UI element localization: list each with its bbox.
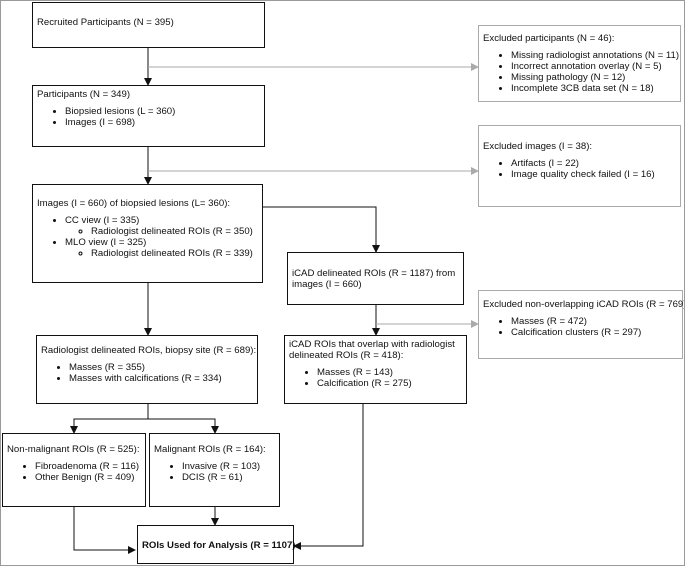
icad-overlap-title-line1: iCAD ROIs that overlap with radiologist [289,339,455,350]
list-item: Radiologist delineated ROIs (R = 339) [91,248,258,259]
nonmalignant-rois-list: Fibroadenoma (R = 116) Other Benign (R =… [7,461,141,483]
cc-view-sublist: Radiologist delineated ROIs (R = 350) [65,226,258,237]
list-item: Missing radiologist annotations (N = 11) [511,50,679,61]
edge-radiologist-malignant [148,418,219,434]
participants-title: Participants (N = 349) [37,89,131,100]
icad-delineated-title-line2: images (I = 660) [292,279,362,290]
malignant-rois-box: Malignant ROIs (R = 164): Invasive (R = … [149,433,280,507]
list-item-cc-view: CC view (I = 335) Radiologist delineated… [65,215,258,237]
edge-overlap-analysis [293,404,364,550]
edge-radiologist-nonmalignant [70,404,149,434]
excluded-images-title: Excluded images (I = 38): [483,141,593,152]
mlo-view-sublist: Radiologist delineated ROIs (R = 339) [65,248,258,259]
list-item: Images (I = 698) [65,117,260,128]
list-item: Masses (R = 472) [511,316,678,327]
excluded-icad-list: Masses (R = 472) Calcification clusters … [483,316,678,338]
nonmalignant-rois-title: Non-malignant ROIs (R = 525): [7,444,140,455]
radiologist-rois-list: Masses (R = 355) Masses with calcificati… [41,362,253,384]
participants-box: Participants (N = 349) Biopsied lesions … [32,85,265,147]
radiologist-rois-title: Radiologist delineated ROIs, biopsy site… [41,345,257,356]
excluded-participants-box: Excluded participants (N = 46): Missing … [478,25,681,102]
views-list: CC view (I = 335) Radiologist delineated… [37,215,258,259]
participants-list: Biopsied lesions (L = 360) Images (I = 6… [37,106,260,128]
list-item: Radiologist delineated ROIs (R = 350) [91,226,258,237]
list-item: Invasive (R = 103) [182,461,275,472]
edge-nonmalignant-analysis [73,507,136,554]
icad-overlap-box: iCAD ROIs that overlap with radiologist … [284,335,467,404]
list-item: Missing pathology (N = 12) [511,72,676,83]
excluded-images-list: Artifacts (I = 22) Image quality check f… [483,158,676,180]
images-title: Images (I = 660) of biopsied lesions (L=… [37,198,231,209]
nonmalignant-rois-box: Non-malignant ROIs (R = 525): Fibroadeno… [2,433,146,507]
list-item: Calcification clusters (R = 297) [511,327,678,338]
list-item-mlo-view: MLO view (I = 325) Radiologist delineate… [65,237,258,259]
recruited-participants-title: Recruited Participants (N = 395) [37,17,174,28]
list-item: Image quality check failed (I = 16) [511,169,676,180]
excluded-icad-title: Excluded non-overlapping iCAD ROIs (R = … [483,299,685,310]
icad-delineated-box: iCAD delineated ROIs (R = 1187) from ima… [287,252,464,305]
icad-delineated-title-line1: iCAD delineated ROIs (R = 1187) from [292,268,456,279]
recruited-participants-box: Recruited Participants (N = 395) [32,2,265,48]
list-item: Artifacts (I = 22) [511,158,676,169]
icad-overlap-list: Masses (R = 143) Calcification (R = 275) [289,367,462,389]
list-item: Masses (R = 355) [69,362,253,373]
edge-images-icad [263,206,380,253]
list-item: DCIS (R = 61) [182,472,275,483]
list-item: Biopsied lesions (L = 360) [65,106,260,117]
list-item: Calcification (R = 275) [317,378,462,389]
list-item: Incomplete 3CB data set (N = 18) [511,83,676,94]
icad-overlap-title-line2: delineated ROIs (R = 418): [289,350,404,361]
list-item: Other Benign (R = 409) [35,472,141,483]
malignant-rois-list: Invasive (R = 103) DCIS (R = 61) [154,461,275,483]
list-item: Masses with calcifications (R = 334) [69,373,253,384]
radiologist-rois-box: Radiologist delineated ROIs, biopsy site… [36,335,258,404]
excluded-participants-list: Missing radiologist annotations (N = 11)… [483,50,679,94]
images-box: Images (I = 660) of biopsied lesions (L=… [32,184,263,283]
excluded-participants-title: Excluded participants (N = 46): [483,33,615,44]
list-item: Fibroadenoma (R = 116) [35,461,141,472]
mlo-view-label: MLO view (I = 325) [65,237,147,248]
cc-view-label: CC view (I = 335) [65,215,140,226]
excluded-images-box: Excluded images (I = 38): Artifacts (I =… [478,125,681,207]
rois-for-analysis-box: ROIs Used for Analysis (R = 1107) [137,525,296,564]
list-item: Masses (R = 143) [317,367,462,378]
list-item: Incorrect annotation overlay (N = 5) [511,61,676,72]
excluded-icad-box: Excluded non-overlapping iCAD ROIs (R = … [478,290,685,359]
malignant-rois-title: Malignant ROIs (R = 164): [154,444,266,455]
rois-for-analysis-title: ROIs Used for Analysis (R = 1107) [142,540,296,551]
